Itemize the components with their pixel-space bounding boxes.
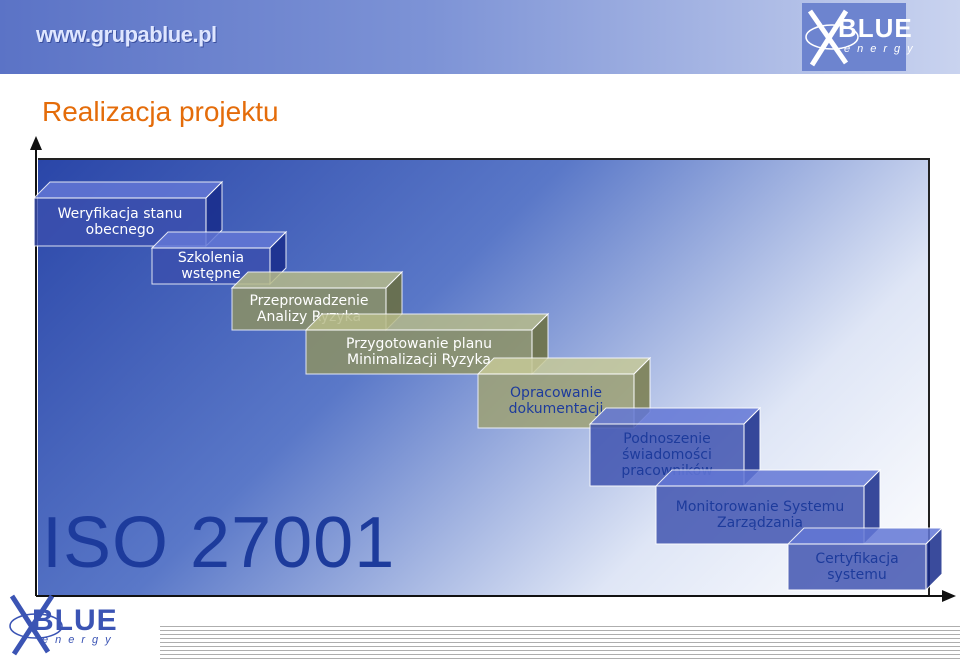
step-top-face [588,407,762,425]
step-label-line: świadomości [622,447,712,463]
step-label-line: Weryfikacja stanu [58,206,183,222]
blue-energy-logo: BLUE energy [802,3,913,71]
standard-label: ISO 27001 [42,503,396,583]
step-label-line: wstępne [181,266,240,282]
blue-energy-logo-bottom: BLUE energy [6,590,156,658]
step-top-face [230,271,404,289]
logo-swoosh-icon [9,594,63,656]
page-title: Realizacja projektu [42,96,279,127]
header-banner: www.grupablue.pl [0,0,960,74]
step-top-face [654,469,882,487]
step-label-line: Przygotowanie planu [346,336,492,352]
step-label-line: Minimalizacji Ryzyka [347,352,491,368]
site-url[interactable]: www.grupablue.pl [36,22,217,47]
y-axis-arrow-icon [30,136,42,150]
step-top-face [476,357,652,375]
logo-name: BLUE [32,604,118,637]
step-label-line: Szkolenia [178,250,244,266]
step-label-line: Certyfikacja [815,551,898,567]
steps-layer: Weryfikacja stanuobecnegoSzkoleniawstępn… [32,180,944,592]
logo-sub: energy [844,43,920,55]
step-label-line: systemu [827,567,887,583]
step-label-line: dokumentacji [509,401,604,417]
step-front-face [787,543,927,591]
step-label-line: Podnoszenie [623,431,710,447]
x-axis-arrow-icon [942,590,956,602]
step-top-face [786,527,944,545]
step-label-line: Monitorowanie Systemu [676,499,844,515]
step-label-line: Przeprowadzenie [249,293,368,309]
logo-sub: energy [42,634,118,646]
step-label-line: obecnego [86,222,155,238]
step-front-face [151,247,271,285]
step-top-face [304,313,550,331]
logo-swoosh-icon [805,9,859,67]
step-label-line: Zarządzania [717,515,803,531]
footer-stripes [160,626,960,662]
logo-name: BLUE [838,13,913,43]
step-label-line: Opracowanie [510,385,602,401]
step-top-face [150,231,288,249]
step-top-face [32,181,224,199]
